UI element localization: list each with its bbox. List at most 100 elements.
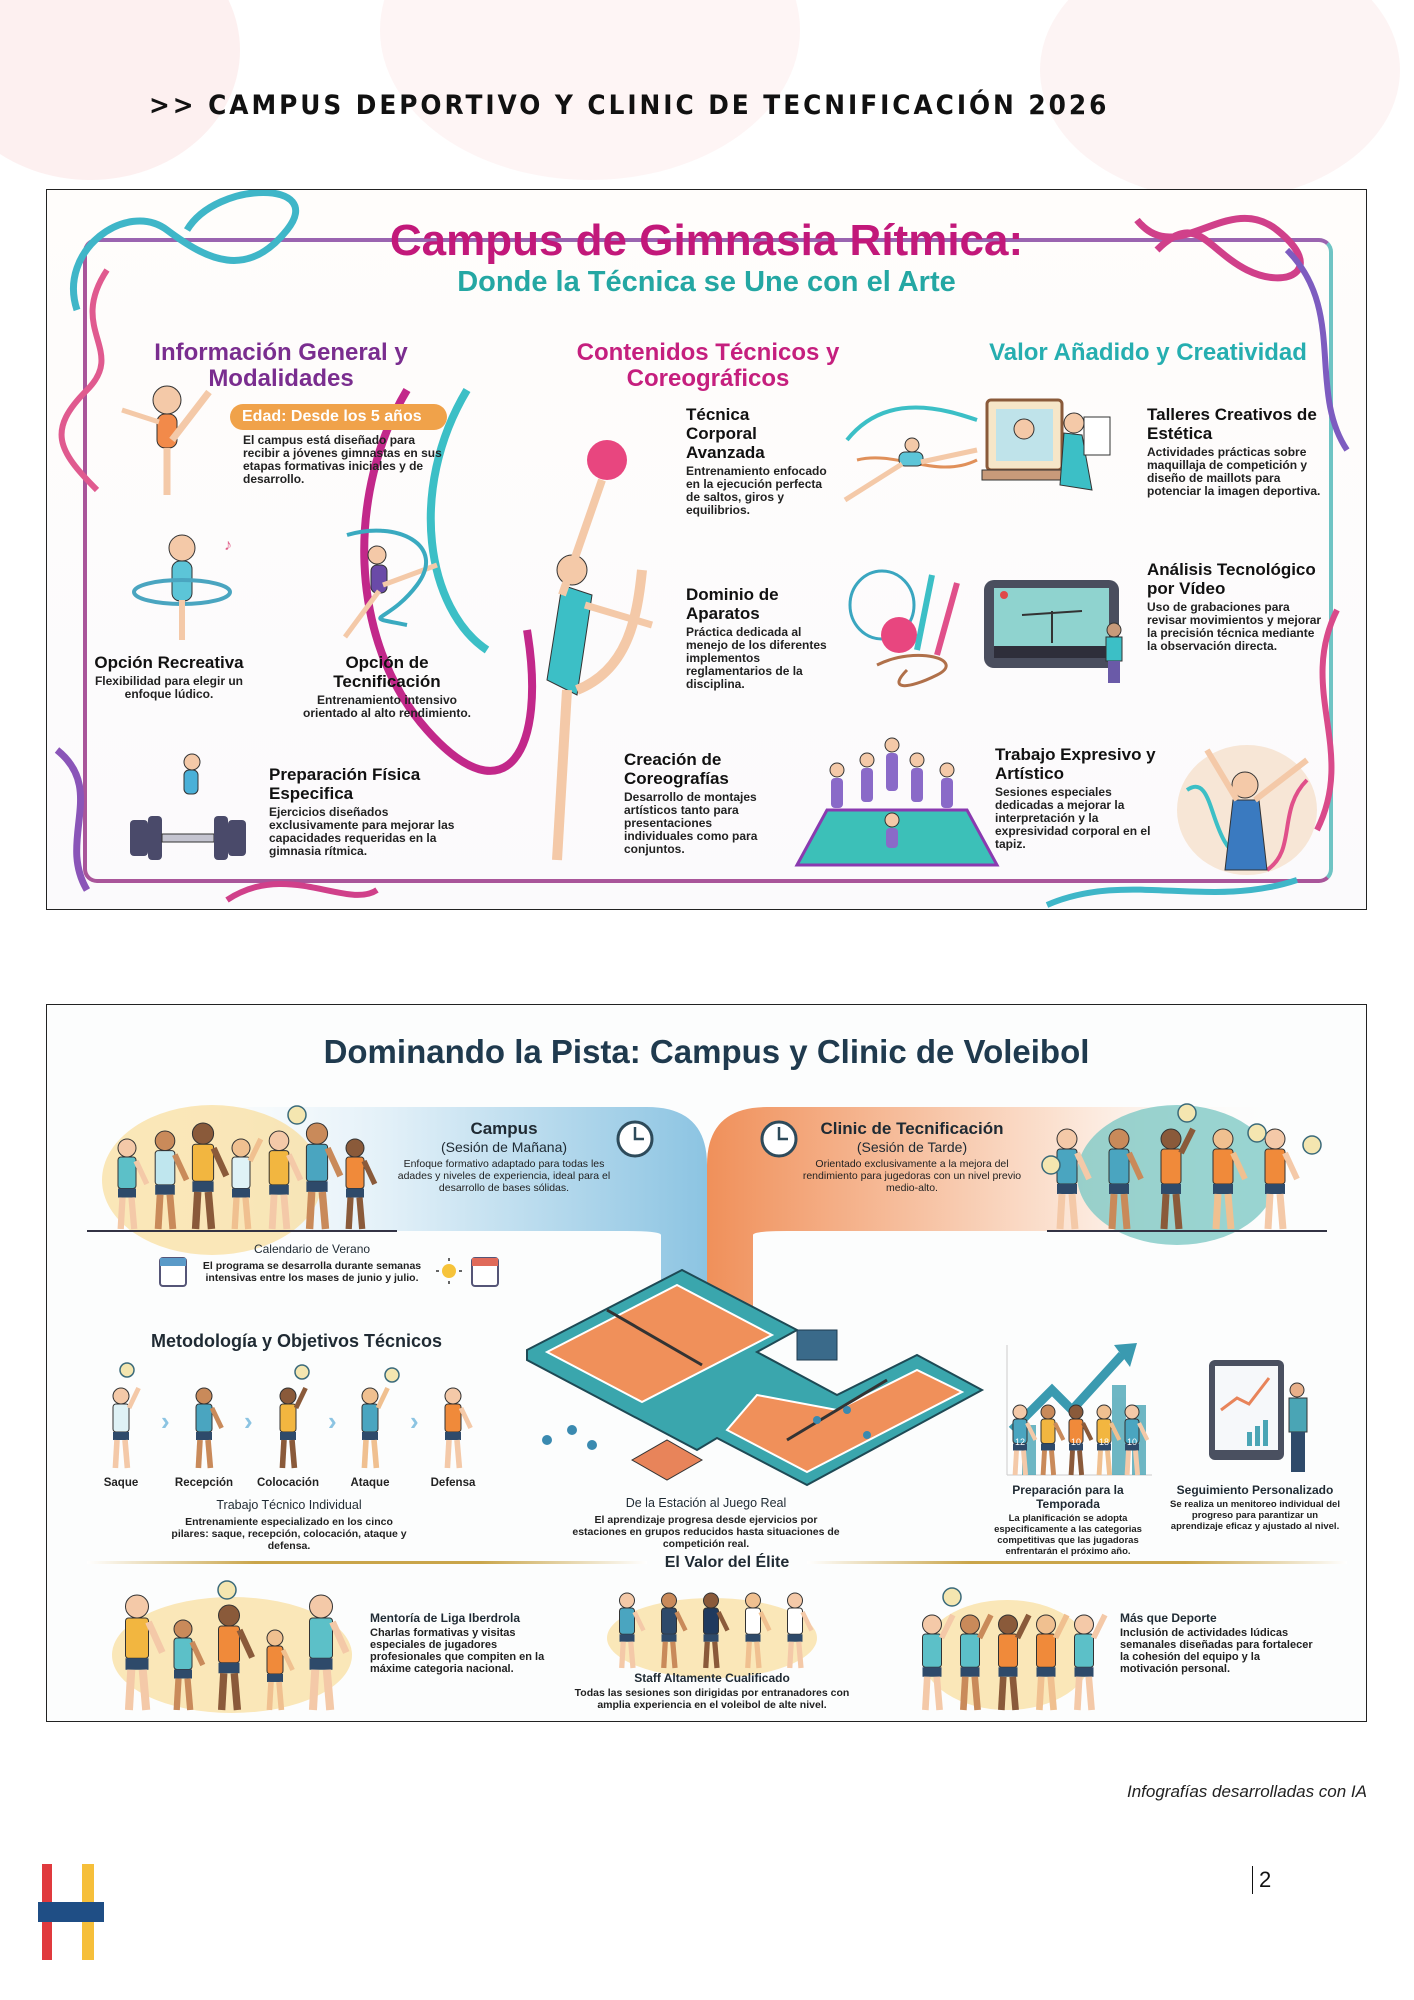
player-figure bbox=[112, 1386, 141, 1469]
volleyball-icon bbox=[384, 1367, 400, 1383]
body-technique-title: Técnica Corporal Avanzada bbox=[686, 405, 765, 462]
svg-text:♪: ♪ bbox=[224, 537, 232, 554]
central-gymnast-illustration-icon bbox=[546, 440, 654, 861]
decorative-frame bbox=[83, 238, 1333, 883]
season-text: La planificación se adopta especificamen… bbox=[994, 1513, 1142, 1557]
chevron-right-icon: › bbox=[244, 1406, 253, 1436]
apparatus-text: Práctica dedicada al menejo de los difer… bbox=[686, 625, 827, 691]
leaping-gymnast-illustration-icon bbox=[843, 405, 978, 503]
method-block: Trabajo Técnico Individual Entrenamiente… bbox=[169, 1497, 409, 1552]
campus-text: Enfoque formativo adaptado para todas le… bbox=[397, 1158, 611, 1194]
player-figure bbox=[305, 1122, 344, 1230]
technique-step-label: Ataque bbox=[350, 1477, 390, 1489]
col3-heading: Valor Añadido y Creatividad bbox=[989, 339, 1307, 366]
expressive-dancer-illustration-icon bbox=[1177, 745, 1317, 875]
choreography-text: Desarrollo de montajes artísticos tanto … bbox=[624, 790, 758, 856]
calendar-icon bbox=[159, 1257, 187, 1287]
volleyball-icon bbox=[942, 1587, 962, 1607]
clock-icon bbox=[760, 1120, 798, 1158]
video-analysis-title: Análisis Tecnológico por Vídeo bbox=[1147, 560, 1316, 598]
body-technique-text: Entrenamiento enfocado en la ejecución p… bbox=[686, 464, 827, 517]
expressive-work-text: Sesiones especiales dedicadas a mejorar … bbox=[995, 785, 1151, 851]
player-figure bbox=[266, 1629, 295, 1711]
ai-credit-note: Infografías desarrolladas con IA bbox=[1126, 1782, 1367, 1801]
video-analysis: Análisis Tecnológico por Vídeo Uso de gr… bbox=[1147, 560, 1327, 653]
calendar-icon bbox=[471, 1257, 499, 1287]
choreography: Creación de Coreografías Desarrollo de m… bbox=[624, 750, 764, 856]
chevron-right-icon: › bbox=[328, 1406, 337, 1436]
player-figure bbox=[444, 1387, 473, 1469]
option-recreational-title: Opción Recreativa bbox=[94, 653, 244, 672]
age-description: El campus está diseñado para recibir a j… bbox=[243, 433, 442, 486]
physical-prep-title: Preparación Física Especifica bbox=[269, 765, 421, 803]
apparatus-illustration-icon bbox=[848, 569, 960, 688]
mentoring-block: Mentoría de Liga Iberdrola Charlas forma… bbox=[370, 1611, 550, 1675]
player-figure bbox=[279, 1386, 308, 1469]
player-figure bbox=[191, 1122, 230, 1230]
age-info: El campus está diseñado para recibir a j… bbox=[243, 434, 443, 486]
player-figure bbox=[1040, 1404, 1066, 1476]
player-figure bbox=[117, 1138, 150, 1230]
dumbbell-illustration-icon bbox=[130, 753, 246, 860]
player-figure bbox=[1036, 1613, 1070, 1711]
technique-step-label: Recepción bbox=[174, 1477, 234, 1489]
player-figure bbox=[345, 1138, 378, 1230]
clinic-title: Clinic de Tecnificación bbox=[820, 1119, 1004, 1138]
method-title: Trabajo Técnico Individual bbox=[216, 1498, 362, 1512]
staff-illustration-icon bbox=[607, 1592, 817, 1678]
clock-icon bbox=[616, 1120, 654, 1158]
option-technification-text: Entrenamiento intensivo orientado al alt… bbox=[302, 693, 472, 720]
expressive-work-title: Trabajo Expresivo y Artístico bbox=[995, 745, 1156, 783]
volleyball-icon bbox=[119, 1362, 135, 1378]
staff-block: Staff Altamente Cualificado Todas las se… bbox=[562, 1671, 862, 1711]
ribbon-decoration-icon bbox=[54, 190, 1350, 908]
clinic-players-illustration-icon bbox=[1041, 1103, 1322, 1230]
player-figure bbox=[787, 1592, 814, 1669]
video-analysis-text: Uso de grabaciones para revisar movimien… bbox=[1147, 600, 1322, 653]
technique-step-label: Defensa bbox=[430, 1477, 476, 1489]
method-heading-block: Metodología y Objetivos Técnicos bbox=[151, 1331, 481, 1352]
station-title: De la Estación al Juego Real bbox=[625, 1496, 787, 1510]
volleyball-infographic: Dominando la Pista: Campus y Clinic de V… bbox=[46, 1004, 1367, 1722]
watermark-shape bbox=[1040, 0, 1400, 200]
volleyball-icon bbox=[287, 1105, 307, 1125]
campus-title: Campus bbox=[470, 1119, 538, 1138]
campus-block: Campus (Sesión de Mañana) Enfoque format… bbox=[394, 1119, 614, 1194]
player-figure bbox=[1068, 1404, 1094, 1476]
method-heading: Metodología y Objetivos Técnicos bbox=[151, 1331, 443, 1351]
player-figure bbox=[1096, 1404, 1122, 1476]
player-figure bbox=[1124, 1404, 1150, 1476]
player-figure bbox=[1012, 1404, 1038, 1476]
player-figure bbox=[960, 1613, 994, 1711]
player-figure bbox=[231, 1137, 264, 1230]
player-figure bbox=[195, 1387, 224, 1469]
page-header-title: >> CAMPUS DEPORTIVO Y CLINIC DE TECNIFIC… bbox=[149, 90, 1110, 121]
more-text: Inclusión de actividades lúdicas semanal… bbox=[1120, 1627, 1313, 1675]
option-technification: Opción de Tecnificación Entrenamiento in… bbox=[302, 653, 472, 720]
technique-step-label: Colocación bbox=[257, 1477, 319, 1489]
player-figure bbox=[308, 1594, 350, 1711]
player-figure bbox=[268, 1130, 304, 1230]
mentoring-illustration-icon bbox=[112, 1580, 352, 1713]
player-figure bbox=[1108, 1128, 1144, 1230]
group-choreography-illustration-icon bbox=[794, 737, 1000, 867]
calendar-title: Calendario de Verano bbox=[253, 1242, 371, 1256]
aesthetics-workshop: Talleres Creativos de Estética Actividad… bbox=[1147, 405, 1327, 498]
season-block: Preparación para la Temporada La planifi… bbox=[979, 1483, 1157, 1557]
physical-prep: Preparación Física Especifica Ejercicios… bbox=[269, 765, 479, 858]
volleyball-icon bbox=[294, 1364, 310, 1380]
staff-title: Staff Altamente Cualificado bbox=[634, 1671, 790, 1685]
player-figure bbox=[217, 1604, 255, 1711]
age-badge: Edad: Desde los 5 años bbox=[230, 404, 447, 430]
player-figure bbox=[998, 1613, 1032, 1711]
player-figure bbox=[619, 1592, 646, 1669]
tracking-block: Seguimiento Personalizado Se realiza un … bbox=[1165, 1483, 1345, 1532]
option-recreational: Opción Recreativa Flexibilidad para eleg… bbox=[89, 653, 249, 701]
choreography-title: Creación de Coreografías bbox=[624, 750, 729, 788]
player-figure bbox=[361, 1386, 390, 1469]
station-text: El aprendizaje progresa desde ejervicios… bbox=[572, 1514, 840, 1550]
jersey-number: 18 bbox=[1099, 1437, 1109, 1447]
technique-step-label: Saque bbox=[103, 1477, 139, 1489]
volleyball-icon bbox=[1302, 1135, 1322, 1155]
